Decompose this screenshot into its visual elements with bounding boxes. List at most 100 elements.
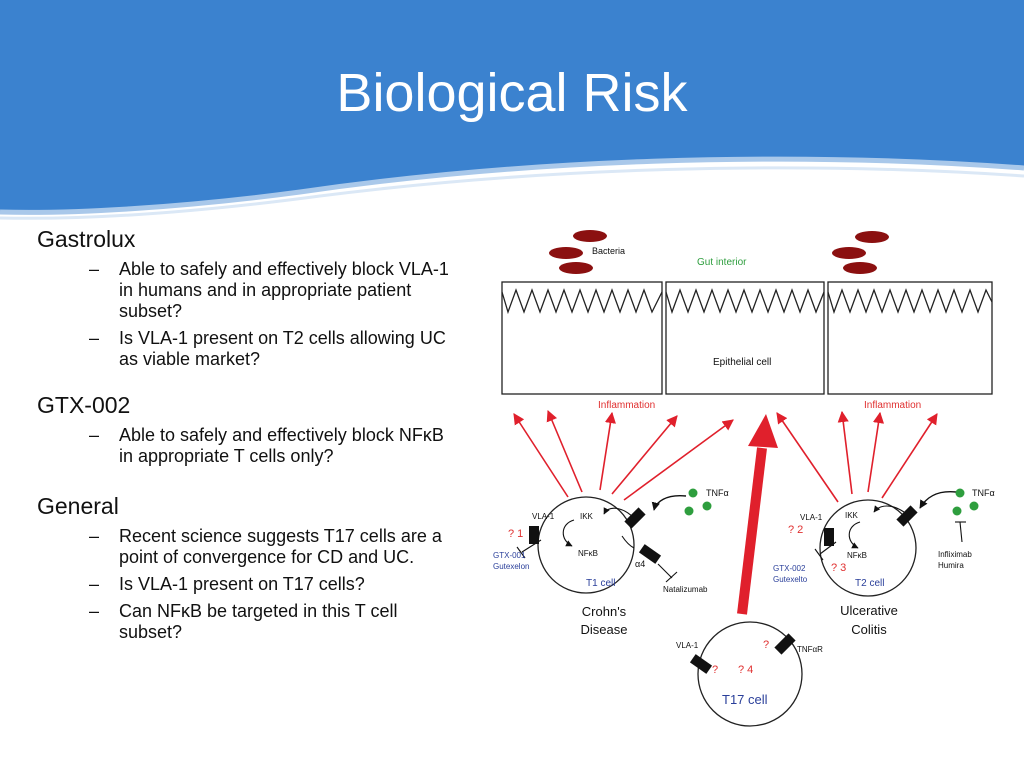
question-4-label: ? 4 — [738, 664, 753, 676]
bacterium-icon — [573, 230, 607, 242]
tnf-receptor-icon — [624, 507, 646, 529]
gtx002-label: GTX-002 — [773, 564, 806, 573]
disease-label: Disease — [581, 622, 628, 637]
section-title: GTX-002 — [37, 392, 131, 418]
question-2-label: ? 2 — [788, 524, 803, 536]
t17-question-b: ? — [712, 664, 718, 676]
bullet-item: Able to safely and effectively block NFκ… — [37, 425, 457, 467]
t1-vla1-label: VLA-1 — [532, 512, 555, 521]
humira-label: Humira — [938, 561, 964, 570]
vla1-receptor-icon — [529, 526, 539, 544]
section-title: General — [37, 493, 119, 519]
bullet-item: Can NFκB be targeted in this T cell subs… — [37, 601, 457, 643]
t1-nfkb-label: NFκB — [578, 549, 598, 558]
inhibition-line — [819, 541, 837, 555]
t17-cell — [697, 621, 803, 727]
t17-vla1-label: VLA-1 — [676, 641, 699, 650]
signal-arrow — [562, 519, 575, 547]
bullet-item: Recent science suggests T17 cells are a … — [37, 526, 457, 568]
bacterium-icon — [549, 247, 583, 259]
t1-cell — [537, 496, 635, 594]
tnf-receptor-icon — [896, 505, 918, 527]
t17-cell-label: T17 cell — [722, 692, 768, 707]
t17-cell-group: VLA-1 TNFαR ? ? ? 4 T17 cell — [676, 621, 823, 727]
tnf-binding-arrow — [919, 491, 957, 509]
tnf-molecule-icon — [684, 506, 694, 516]
epithelial-cell-label: Epithelial cell — [713, 357, 771, 368]
red-arrow — [623, 419, 734, 501]
inhibition-bar — [516, 546, 526, 559]
tnf-molecule-icon — [952, 506, 962, 516]
bacteria-group-left — [549, 230, 607, 274]
t2-tnf-label: TNFα — [972, 488, 995, 498]
inflammation-label-left: Inflammation — [598, 400, 655, 411]
bacterium-icon — [832, 247, 866, 259]
signal-arrow — [873, 505, 905, 513]
tnf-molecule-icon — [955, 488, 965, 498]
inflammation-label-right: Inflammation — [864, 400, 921, 411]
bullet-item: Able to safely and effectively block VLA… — [37, 259, 457, 322]
tnf-molecule-icon — [702, 501, 712, 511]
inhibition-bar — [814, 548, 824, 561]
crohns-label: Crohn's — [582, 604, 627, 619]
inhibition-line — [959, 521, 963, 543]
bacterium-icon — [843, 262, 877, 274]
bullet-content: Gastrolux Able to safely and effectively… — [37, 226, 457, 659]
gtx001-label: GTX-001 — [493, 551, 526, 560]
section-gastrolux: Gastrolux Able to safely and effectively… — [37, 226, 457, 370]
t1-tnf-label: TNFα — [706, 488, 729, 498]
t1-cell-group: VLA-1 IKK NFκB α4 TNFα ? 1 GTX-001 Gutex… — [493, 488, 729, 637]
bullet-item: Is VLA-1 present on T2 cells allowing UC… — [37, 328, 457, 370]
gutexelto-label: Gutexelto — [773, 575, 808, 584]
inflammation-arrows-right — [776, 410, 938, 503]
t2-cell-group: VLA-1 IKK NFκB TNFα ? 2 ? 3 GTX-002 Gute… — [773, 488, 995, 637]
header-banner — [0, 0, 1024, 220]
red-arrow — [611, 415, 678, 495]
microvilli — [827, 288, 993, 315]
red-arrow — [513, 413, 569, 498]
red-arrow — [776, 412, 839, 503]
vla1-receptor-icon — [824, 528, 834, 546]
t1-ikk-label: IKK — [580, 512, 594, 521]
alpha4-receptor-icon — [638, 544, 662, 564]
gut-interior-label: Gut interior — [697, 257, 747, 268]
section-general: General Recent science suggests T17 cell… — [37, 493, 457, 643]
epithelium — [501, 281, 993, 395]
section-gtx-002: GTX-002 Able to safely and effectively b… — [37, 392, 457, 467]
red-arrow — [599, 411, 616, 491]
gutexelon-label: Gutexelon — [493, 562, 529, 571]
bacterium-icon — [559, 262, 593, 274]
signal-line — [621, 535, 635, 549]
epithelial-cell-box — [665, 281, 825, 395]
inflammation-arrows-left — [513, 409, 734, 501]
t17-question-a: ? — [763, 639, 769, 651]
t2-cell — [819, 499, 917, 597]
t2-nfkb-label: NFκB — [847, 551, 867, 560]
slide-title: Biological Risk — [336, 63, 688, 123]
gut-immunology-diagram: Bacteria Gut interior Epithelial cell In… — [493, 230, 995, 727]
signal-arrow — [603, 507, 633, 517]
microvilli — [665, 288, 825, 315]
t17-inflammation-arrow — [737, 414, 778, 615]
bacteria-group-right — [832, 231, 889, 274]
t2-vla1-label: VLA-1 — [800, 513, 823, 522]
red-arrow — [867, 411, 885, 493]
natalizumab-label: Natalizumab — [663, 585, 708, 594]
inhibition-line — [657, 563, 673, 579]
red-arrow — [881, 413, 938, 499]
tnf-molecule-icon — [969, 501, 979, 511]
epithelial-cell-box — [827, 281, 993, 395]
bullet-item: Is VLA-1 present on T17 cells? — [37, 574, 457, 595]
infliximab-label: Infliximab — [938, 550, 972, 559]
bacterium-icon — [855, 231, 889, 243]
vla1-receptor-icon — [689, 654, 713, 674]
inhibition-line — [521, 539, 542, 553]
epithelial-cell-box — [501, 281, 663, 395]
section-title: Gastrolux — [37, 226, 136, 252]
question-1-label: ? 1 — [508, 528, 523, 540]
red-arrow — [546, 409, 583, 493]
t1-cell-label: T1 cell — [586, 578, 615, 589]
tnf-molecule-icon — [688, 488, 698, 498]
tnf-binding-arrow — [651, 494, 687, 511]
t1-alpha4-label: α4 — [635, 559, 645, 569]
